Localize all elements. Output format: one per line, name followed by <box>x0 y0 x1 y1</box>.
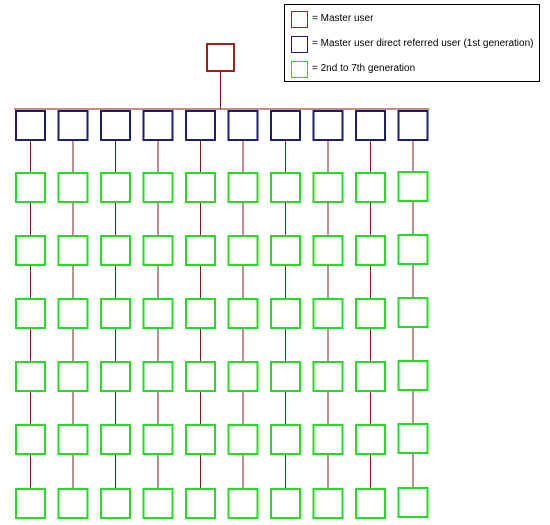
tree-nodes <box>15 43 429 519</box>
descendant-generation-node <box>100 424 131 455</box>
descendant-generation-node <box>185 361 216 392</box>
descendant-generation-node <box>185 298 216 329</box>
first-generation-node <box>142 110 174 141</box>
descendant-generation-node <box>15 172 46 203</box>
descendant-generation-node <box>100 488 131 519</box>
first-generation-node <box>100 110 131 141</box>
second-to-seventh-generation-swatch <box>291 60 308 78</box>
descendant-generation-node <box>15 361 46 392</box>
descendant-generation-node <box>57 235 89 266</box>
descendant-generation-node <box>57 172 89 203</box>
legend-item-master-user: = Master user <box>291 9 373 29</box>
first-generation-node <box>312 110 344 141</box>
descendant-generation-node <box>185 172 216 203</box>
legend-label-master-user: = Master user <box>312 13 374 24</box>
descendant-generation-node <box>312 298 344 329</box>
descendant-generation-node <box>397 234 429 265</box>
legend: = Master user = Master user direct refer… <box>284 4 540 82</box>
descendant-generation-node <box>57 424 89 455</box>
legend-label-second-to-seventh-generation: = 2nd to 7th generation <box>312 63 416 74</box>
descendant-generation-node <box>270 298 301 329</box>
descendant-generation-node <box>227 235 259 266</box>
descendant-generation-node <box>142 235 174 266</box>
descendant-generation-node <box>270 172 301 203</box>
descendant-generation-node <box>312 361 344 392</box>
descendant-generation-node <box>270 235 301 266</box>
descendant-generation-node <box>142 424 174 455</box>
descendant-generation-node <box>142 172 174 203</box>
descendant-generation-node <box>312 424 344 455</box>
descendant-generation-node <box>397 171 429 202</box>
descendant-generation-node <box>355 361 386 392</box>
descendant-generation-node <box>227 488 259 519</box>
legend-item-first-generation: = Master user direct referred user (1st … <box>291 34 533 54</box>
descendant-generation-node <box>185 424 216 455</box>
descendant-generation-node <box>15 488 46 519</box>
descendant-generation-node <box>57 298 89 329</box>
descendant-generation-node <box>15 235 46 266</box>
descendant-generation-node <box>270 488 301 519</box>
descendant-generation-node <box>312 172 344 203</box>
descendant-generation-node <box>227 361 259 392</box>
first-generation-node <box>227 110 259 141</box>
descendant-generation-node <box>397 487 429 518</box>
legend-item-second-to-seventh-generation: = 2nd to 7th generation <box>291 59 415 79</box>
descendant-generation-node <box>185 488 216 519</box>
first-generation-node <box>355 110 386 141</box>
descendant-generation-node <box>355 172 386 203</box>
descendant-generation-node <box>57 361 89 392</box>
master-user-swatch <box>291 10 308 28</box>
first-generation-swatch <box>291 35 308 53</box>
descendant-generation-node <box>397 423 429 454</box>
descendant-generation-node <box>227 424 259 455</box>
first-generation-node <box>270 110 301 141</box>
master-user-node <box>206 43 235 72</box>
first-generation-node <box>397 110 429 141</box>
descendant-generation-node <box>185 235 216 266</box>
descendant-generation-node <box>100 235 131 266</box>
descendant-generation-node <box>15 424 46 455</box>
first-generation-node <box>57 110 89 141</box>
descendant-generation-node <box>100 361 131 392</box>
descendant-generation-node <box>270 361 301 392</box>
descendant-generation-node <box>100 172 131 203</box>
descendant-generation-node <box>57 488 89 519</box>
descendant-generation-node <box>312 488 344 519</box>
descendant-generation-node <box>312 235 344 266</box>
descendant-generation-node <box>100 298 131 329</box>
descendant-generation-node <box>355 298 386 329</box>
descendant-generation-node <box>142 361 174 392</box>
descendant-generation-node <box>355 424 386 455</box>
first-generation-node <box>15 110 46 141</box>
descendant-generation-node <box>397 297 429 328</box>
descendant-generation-node <box>142 298 174 329</box>
descendant-generation-node <box>355 235 386 266</box>
descendant-generation-node <box>227 172 259 203</box>
descendant-generation-node <box>227 298 259 329</box>
descendant-generation-node <box>397 360 429 391</box>
legend-label-first-generation: = Master user direct referred user (1st … <box>312 38 534 49</box>
descendant-generation-node <box>355 488 386 519</box>
descendant-generation-node <box>142 488 174 519</box>
descendant-generation-node <box>15 298 46 329</box>
descendant-generation-node <box>270 424 301 455</box>
first-generation-node <box>185 110 216 141</box>
